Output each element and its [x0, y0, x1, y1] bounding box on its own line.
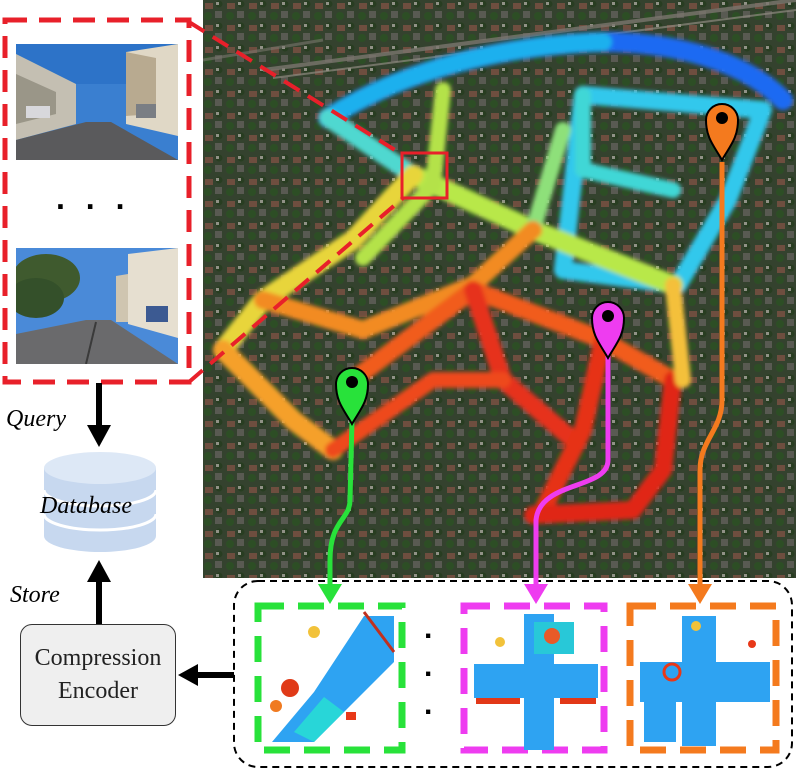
street-image-2 — [16, 248, 178, 364]
query-arrow-icon — [87, 383, 111, 447]
image-ellipsis: . . . — [56, 180, 131, 216]
submap-ellipsis-2: . — [424, 650, 433, 683]
query-label: Query — [6, 406, 66, 432]
store-label: Store — [10, 582, 60, 608]
encoder-arrow-icon — [178, 664, 236, 686]
selection-square — [400, 151, 449, 200]
compression-encoder-box: Compression Encoder — [20, 624, 176, 726]
encoder-label-line2: Encoder — [58, 678, 138, 704]
encoder-label-line1: Compression — [34, 645, 162, 671]
database-icon — [42, 452, 158, 552]
submap-orange — [626, 602, 780, 754]
street-image-1 — [16, 44, 178, 160]
store-arrow-icon — [87, 560, 111, 624]
submap-ellipsis-1: . — [424, 612, 433, 645]
submap-green — [254, 602, 406, 754]
database-label: Database — [40, 493, 132, 519]
submap-magenta — [460, 602, 608, 754]
submap-ellipsis-3: . — [424, 688, 433, 721]
